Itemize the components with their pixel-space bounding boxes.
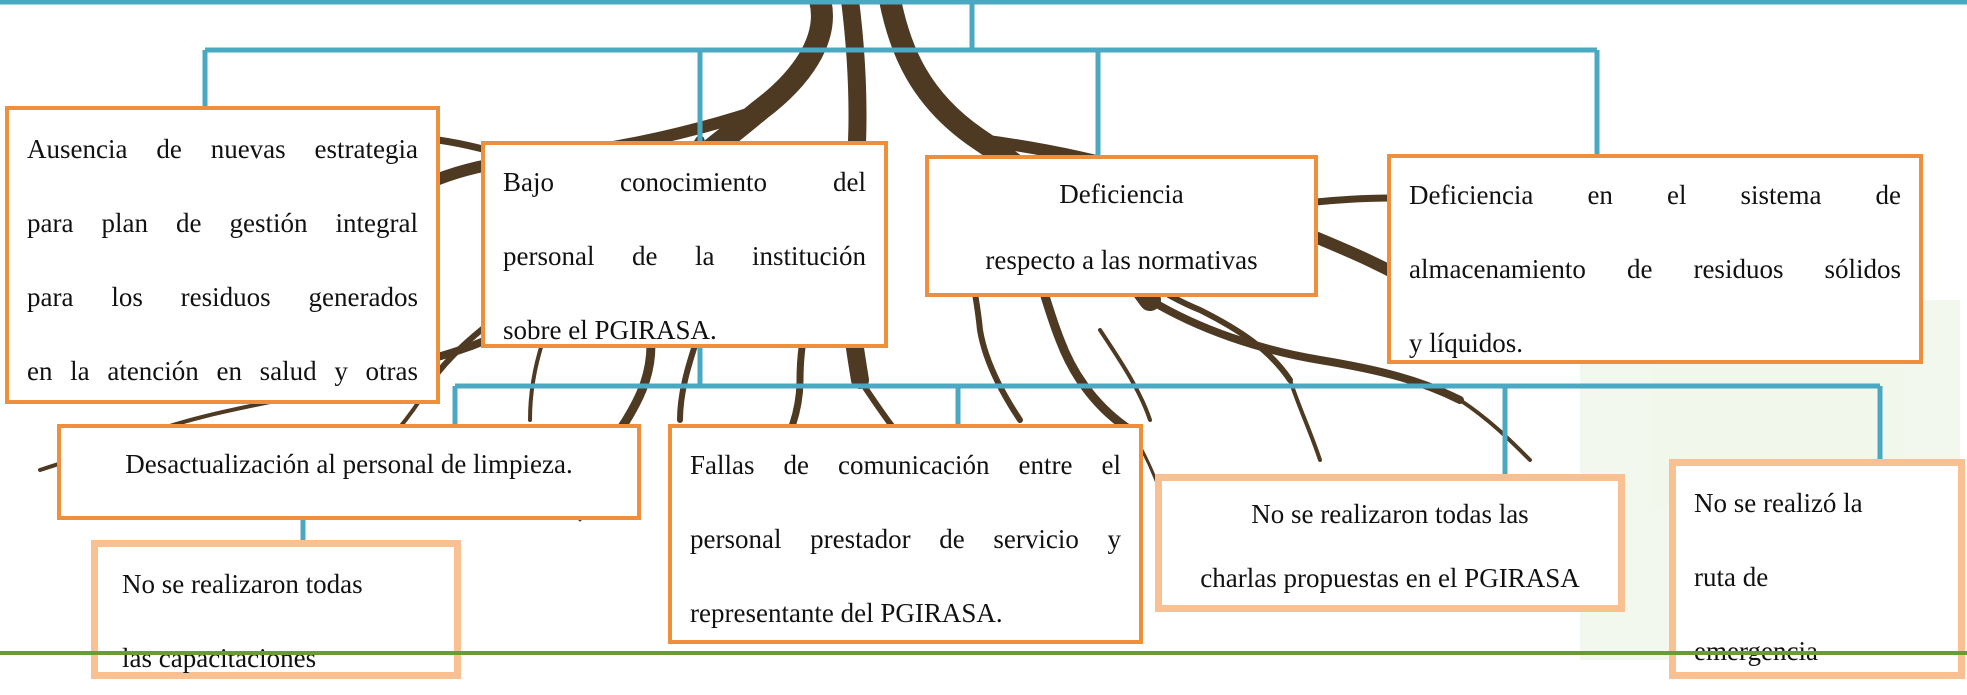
cause-line: almacenamiento de residuos sólidos <box>1409 254 1901 284</box>
cause-box: Bajo conocimiento del personal de la ins… <box>481 141 888 348</box>
subcause-line: No se realizó la <box>1694 488 1863 518</box>
subcause-line: representante del PGIRASA. <box>690 598 1003 628</box>
cause-line: Deficiencia en el sistema de <box>1409 180 1901 210</box>
subcause-box: No se realizaron todas las capacitacione… <box>91 540 461 679</box>
subcause-box: Desactualización al personal de limpieza… <box>57 424 641 520</box>
subcause-line: No se realizaron todas <box>122 569 363 599</box>
subcause-line: Desactualización al personal de limpieza… <box>125 449 573 479</box>
subcause-line: charlas propuestas en el PGIRASA <box>1200 563 1580 593</box>
cause-line: sobre el PGIRASA. <box>503 315 717 345</box>
cause-line: Ausencia de nuevas estrategia <box>27 134 418 164</box>
cause-line: personal de la institución <box>503 241 866 271</box>
subcause-box: No se realizaron todas las charlas propu… <box>1155 474 1625 612</box>
subcause-line: las capacitaciones <box>122 643 317 673</box>
cause-box: Deficiencia respecto a las normativas <box>925 155 1318 297</box>
cause-line: en la atención en salud y otras <box>27 356 418 386</box>
cause-line: para los residuos generados <box>27 282 418 312</box>
cause-line: respecto a las normativas <box>985 245 1258 275</box>
subcause-box: Fallas de comunicación entre el personal… <box>668 424 1143 644</box>
cause-line: Deficiencia <box>1059 179 1184 209</box>
cause-line: Bajo conocimiento del <box>503 167 866 197</box>
cause-line: para plan de gestión integral <box>27 208 418 238</box>
cause-line: y líquidos. <box>1409 328 1524 358</box>
subcause-box: No se realizó la ruta de emergencia <box>1669 459 1965 679</box>
subcause-line: personal prestador de servicio y <box>690 524 1121 554</box>
subcause-line: Fallas de comunicación entre el <box>690 450 1121 480</box>
cause-box: Ausencia de nuevas estrategia para plan … <box>5 106 440 404</box>
bottom-divider <box>0 651 1967 655</box>
subcause-line: ruta de <box>1694 562 1769 592</box>
subcause-line: No se realizaron todas las <box>1251 499 1529 529</box>
connector-lines <box>202 2 1883 540</box>
cause-box: Deficiencia en el sistema de almacenamie… <box>1387 154 1923 364</box>
